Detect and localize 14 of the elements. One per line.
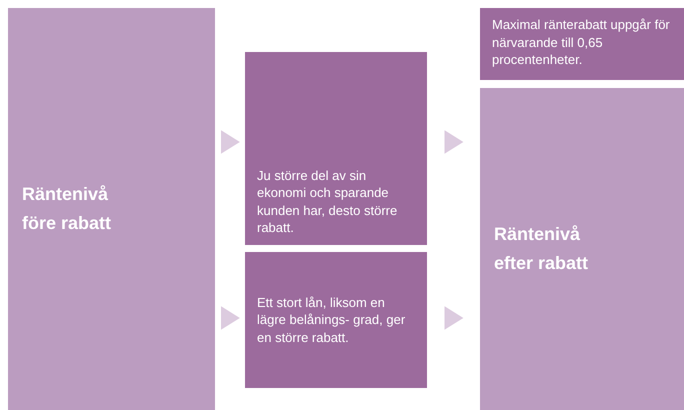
chevron-arrow <box>444 130 464 154</box>
info-box <box>480 8 684 80</box>
chevron-arrow <box>221 306 240 330</box>
info-box <box>245 52 427 245</box>
info-text: Ju större del av sin ekonomi och sparande kunden har, desto större rabatt. <box>257 166 398 237</box>
rate-heading: Räntenivå före rabatt <box>22 183 112 235</box>
info-text: Maximal ränterabatt uppgår för närvarande till 0,65 procentenheter. <box>492 16 671 69</box>
chevron-arrow <box>221 130 240 154</box>
rate-box <box>480 88 684 410</box>
info-box <box>245 252 427 388</box>
rate-heading: Räntenivå efter rabatt <box>494 223 590 275</box>
chevron-arrow <box>444 306 464 330</box>
info-text: Ett stort lån, liksom en lägre belånings- grad, ger en större rabatt. <box>257 294 406 346</box>
rate-box <box>8 8 215 410</box>
